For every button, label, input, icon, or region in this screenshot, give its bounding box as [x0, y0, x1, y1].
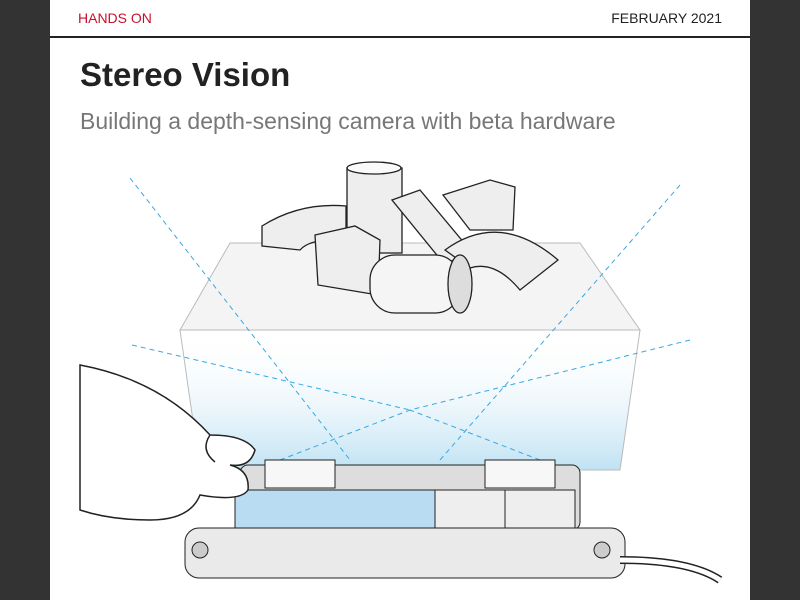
- issue-date: FEBRUARY 2021: [611, 10, 722, 26]
- camera-view-lines: [129, 177, 691, 461]
- page-header: HANDS ON FEBRUARY 2021: [50, 0, 750, 38]
- geometric-objects: [261, 161, 560, 314]
- magazine-page: HANDS ON FEBRUARY 2021 Stereo Vision Bui…: [50, 0, 750, 600]
- section-label: HANDS ON: [78, 10, 152, 26]
- stereo-camera-illustration: [79, 161, 723, 584]
- article-title: Stereo Vision: [80, 56, 291, 93]
- article-subtitle: Building a depth-sensing camera with bet…: [80, 108, 616, 134]
- camera-board: [184, 459, 723, 584]
- hand: [79, 364, 256, 521]
